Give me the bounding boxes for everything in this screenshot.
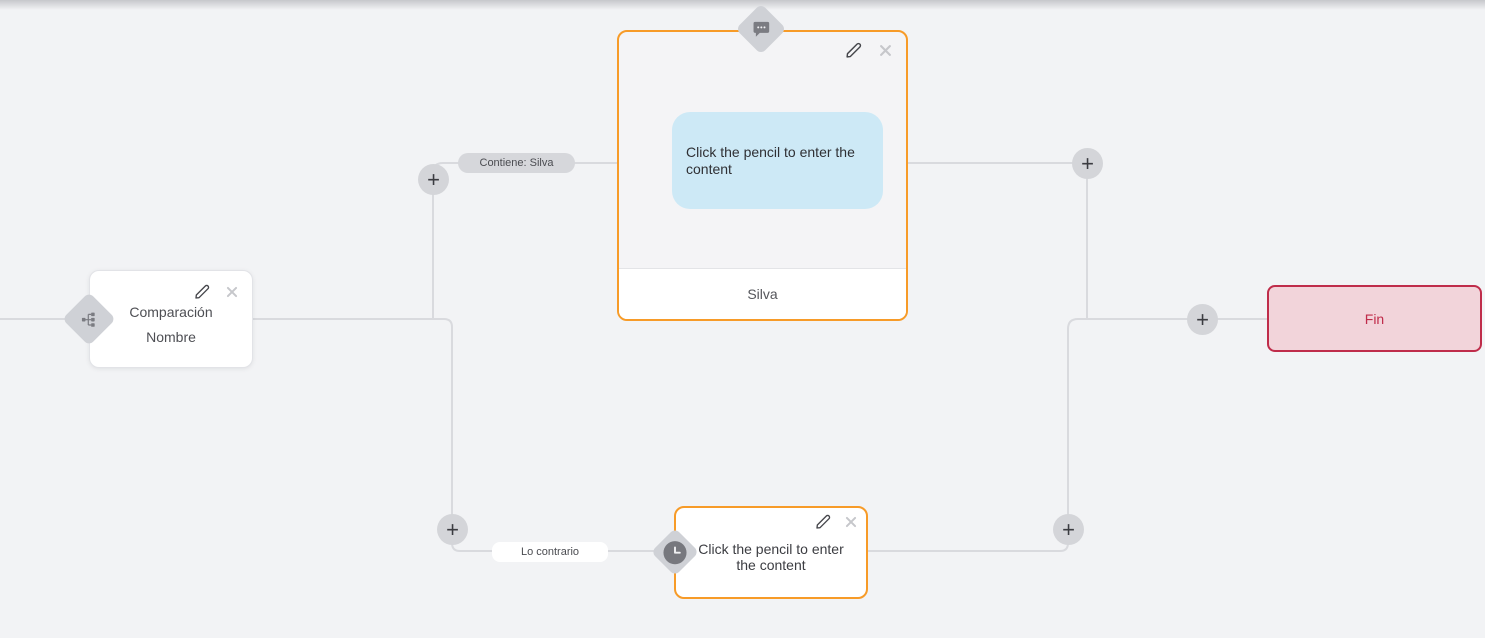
message-node[interactable]: Click the pencil to enter the content Si…: [617, 30, 908, 321]
end-node-label: Fin: [1364, 310, 1385, 327]
chat-bubble-icon: [752, 20, 771, 38]
edit-button[interactable]: [194, 284, 210, 303]
edge-condition-to-bottom-branch: [253, 318, 658, 552]
condition-title-line2: Nombre: [146, 329, 196, 345]
action-node[interactable]: Click the pencil to enter the content: [674, 506, 868, 599]
pencil-icon: [194, 284, 210, 303]
message-node-footer: Silva: [619, 268, 906, 319]
edge-action-to-end: [868, 318, 1267, 552]
add-node-button-bottom-branch[interactable]: +: [437, 514, 468, 545]
edit-button[interactable]: [815, 514, 831, 533]
close-icon: [878, 43, 893, 61]
action-node-text: Click the pencil to enter the content: [698, 540, 844, 573]
delete-button[interactable]: [225, 285, 239, 302]
pencil-icon: [845, 42, 862, 62]
message-footer-text: Silva: [747, 286, 778, 302]
message-node-actions: [845, 42, 893, 62]
action-node-actions: [815, 514, 858, 533]
close-icon: [844, 515, 858, 532]
edge-top-branch: [432, 162, 617, 319]
condition-node-actions: [194, 284, 239, 303]
edge-label-text: Contiene: Silva: [479, 157, 554, 169]
edit-button[interactable]: [845, 42, 862, 62]
delete-button[interactable]: [844, 515, 858, 532]
condition-title-line1: Comparación: [129, 304, 213, 320]
condition-node-badge: [62, 292, 116, 346]
add-node-button-before-end[interactable]: +: [1187, 304, 1218, 335]
message-bubble-text: Click the pencil to enter the content: [686, 143, 855, 177]
edge-label-text: Lo contrario: [520, 546, 580, 558]
edge-label-bottom-branch: Lo contrario: [492, 542, 608, 562]
edge-message-to-merge: [908, 162, 1088, 319]
add-node-button-top-branch[interactable]: +: [418, 164, 449, 195]
action-node-badge: [650, 527, 700, 577]
condition-node-title: Comparación Nombre: [90, 300, 252, 350]
add-node-button-after-message[interactable]: +: [1072, 148, 1103, 179]
close-icon: [225, 285, 239, 302]
delete-button[interactable]: [878, 43, 893, 61]
pencil-icon: [815, 514, 831, 533]
clock-icon: [663, 540, 688, 565]
add-node-button-after-action[interactable]: +: [1053, 514, 1084, 545]
condition-node[interactable]: Comparación Nombre: [89, 270, 253, 368]
branch-icon: [81, 311, 98, 328]
message-node-badge: [735, 3, 787, 55]
end-node[interactable]: Fin: [1267, 285, 1482, 352]
message-bubble: Click the pencil to enter the content: [672, 112, 883, 209]
edge-label-top-branch: Contiene: Silva: [458, 153, 575, 173]
